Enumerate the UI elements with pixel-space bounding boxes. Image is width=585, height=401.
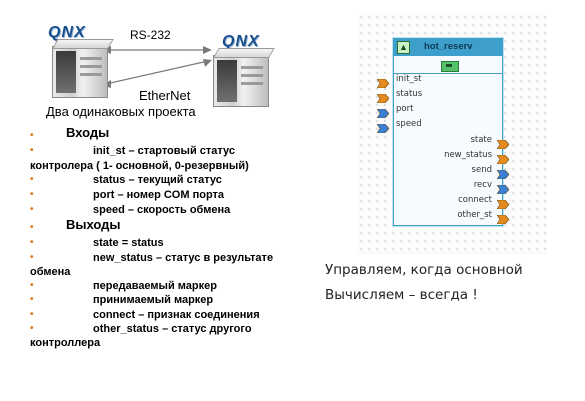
output-pin-icon[interactable] [496, 166, 510, 180]
list-item-text: Выходы [66, 217, 121, 232]
link-lines [102, 46, 212, 88]
figure-caption: Два одинаковых проекта [46, 104, 196, 119]
input-pin-label: speed [396, 119, 422, 129]
list-item-text: new_status – статус в результате [93, 252, 274, 264]
input-pin-label: init_st [396, 74, 422, 84]
bullet-icon: • [30, 222, 34, 233]
bullet-icon: • [30, 280, 34, 291]
block-type-icon [441, 61, 459, 72]
bullet-icon: • [30, 189, 34, 200]
rs232-label: RS-232 [130, 28, 171, 42]
output-pin-label: connect [458, 195, 492, 205]
input-pin-icon[interactable] [376, 90, 390, 104]
list-item-text: other_status – статус другого [93, 323, 252, 335]
qnx-logo-right: QNX [222, 33, 260, 50]
list-item-text: connect – признак соединения [93, 309, 260, 321]
list-item-text: speed – скорость обмена [93, 204, 231, 216]
rs232-arrow-right [203, 46, 212, 54]
output-pin-icon[interactable] [496, 211, 510, 225]
input-pin-icon[interactable] [376, 120, 390, 134]
controller-right-icon [213, 48, 275, 107]
output-pin-icon[interactable] [496, 196, 510, 210]
list-item-text: port – номер COM порта [93, 189, 225, 201]
output-pin-icon[interactable] [496, 136, 510, 150]
list-item-text: init_st – стартовый статус [93, 145, 236, 157]
bullet-icon: • [30, 130, 34, 141]
bullet-icon: • [30, 323, 34, 334]
input-pin-icon[interactable] [376, 75, 390, 89]
hot-reserv-block[interactable]: ▲ hot_reserv [393, 38, 503, 226]
ethernet-label: EtherNet [139, 88, 191, 103]
list-item-text: принимаемый маркер [93, 294, 214, 306]
list-item-text: state = status [93, 237, 164, 249]
collapse-icon[interactable]: ▲ [397, 41, 410, 54]
controller-left-icon [52, 39, 114, 98]
list-item-text: контролера ( 1- основной, 0-резервный) [30, 160, 249, 172]
ethernet-arrow-right [203, 59, 212, 67]
list-item-text: status – текущий статус [93, 174, 222, 186]
list-item-text: обмена [30, 266, 71, 278]
output-pin-label: state [470, 135, 492, 145]
output-pin-icon[interactable] [496, 151, 510, 165]
output-pin-label: recv [473, 180, 492, 190]
note-line-2: Вычисляем – всегда ! [325, 287, 478, 303]
block-divider [394, 73, 502, 74]
bullet-icon: • [30, 309, 34, 320]
bullet-icon: • [30, 174, 34, 185]
output-pin-label: other_st [457, 210, 492, 220]
block-header: ▲ hot_reserv [394, 39, 502, 56]
input-pin-label: status [396, 89, 423, 99]
bullet-icon: • [30, 237, 34, 248]
block-title: hot_reserv [424, 41, 473, 52]
bullet-icon: • [30, 294, 34, 305]
output-pin-icon[interactable] [496, 181, 510, 195]
qnx-logo-left: QNX [48, 24, 86, 41]
bullet-icon: • [30, 145, 34, 156]
bullet-icon: • [30, 252, 34, 263]
list-item-text: передаваемый маркер [93, 280, 217, 292]
list-item-text: Входы [66, 125, 110, 140]
input-pin-icon[interactable] [376, 105, 390, 119]
input-pin-label: port [396, 104, 414, 114]
note-line-1: Управляем, когда основной [325, 262, 523, 278]
ethernet-link-line [105, 60, 209, 85]
output-pin-label: send [471, 165, 492, 175]
list-item-text: контроллера [30, 337, 101, 349]
output-pin-label: new_status [444, 150, 492, 160]
bullet-icon: • [30, 204, 34, 215]
